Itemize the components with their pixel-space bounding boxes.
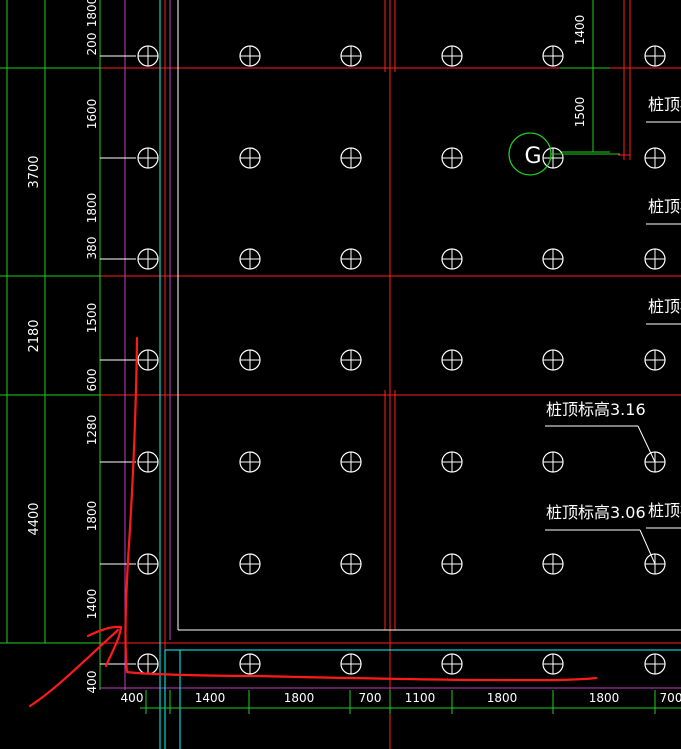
circle-cross-icon: [340, 653, 362, 675]
dim-inner-5: 380: [85, 237, 99, 260]
left-outer-dimensions: 3700 2180 4400: [27, 155, 42, 535]
circle-cross-icon: [542, 248, 564, 270]
circle-cross-icon: [137, 147, 159, 169]
dim-bottom-8: 700: [660, 691, 681, 705]
dim-inner-7: 600: [85, 369, 99, 392]
circle-cross-icon: [644, 147, 666, 169]
dim-bottom-7: 1800: [589, 691, 620, 705]
row-leader-lines: [100, 55, 136, 665]
circle-cross-icon: [441, 45, 463, 67]
dim-inner-3: 1600: [85, 99, 99, 130]
circle-cross-icon: [340, 349, 362, 371]
circle-cross-icon: [441, 451, 463, 473]
dim-inner-10: 1400: [85, 589, 99, 620]
circle-cross-icon: [441, 147, 463, 169]
pile-label-4: 桩顶标: [648, 197, 681, 216]
circle-cross-icon: [441, 553, 463, 575]
dim-bottom-1: 400: [121, 691, 144, 705]
circle-cross-icon: [542, 653, 564, 675]
dim-inner-1: 1800: [85, 0, 99, 27]
circle-cross-icon: [340, 451, 362, 473]
axis-bubble-label: G: [524, 144, 541, 169]
dim-bottom-3: 1800: [284, 691, 315, 705]
dim-inner-11: 400: [85, 671, 99, 694]
circle-cross-icon: [137, 553, 159, 575]
circle-cross-icon: [644, 248, 666, 270]
dim-inner-6: 1500: [85, 303, 99, 334]
pile-elevation-labels: 桩顶标高3.16 桩顶标高3.06 桩顶标 桩顶标 桩顶标 桩顶标: [545, 95, 681, 565]
dim-bottom-4: 700: [359, 691, 382, 705]
circle-cross-icon: [644, 653, 666, 675]
red-markup-annotation: [28, 336, 598, 708]
circle-cross-icon: [137, 248, 159, 270]
dim-inner-2: 200: [85, 33, 99, 56]
circle-cross-icon: [340, 45, 362, 67]
pile-label-6: 桩顶标: [648, 501, 681, 520]
circle-cross-icon: [239, 147, 261, 169]
circle-cross-icon: [441, 653, 463, 675]
dim-bottom-6: 1800: [487, 691, 518, 705]
circle-cross-icon: [542, 45, 564, 67]
top-right-dimensions: 1400 1500: [573, 15, 587, 128]
circle-cross-icon: [644, 349, 666, 371]
circle-cross-icon: [542, 451, 564, 473]
dim-inner-4: 1800: [85, 193, 99, 224]
pile-label-2: 桩顶标高3.06: [546, 503, 646, 522]
dim-inner-9: 1800: [85, 501, 99, 532]
circle-cross-icon: [137, 653, 159, 675]
circle-cross-icon: [137, 45, 159, 67]
circle-cross-icon: [239, 451, 261, 473]
circle-cross-icon: [644, 45, 666, 67]
circle-cross-icon: [340, 248, 362, 270]
circle-cross-icon: [441, 349, 463, 371]
pile-label-1: 桩顶标高3.16: [546, 400, 646, 419]
dim-outer-2: 2180: [27, 319, 42, 352]
circle-cross-icon: [542, 349, 564, 371]
circle-cross-icon: [239, 553, 261, 575]
pile-label-5: 桩顶标: [648, 297, 681, 316]
pile-markers: [137, 45, 666, 675]
circle-cross-icon: [239, 349, 261, 371]
dim-inner-8: 1280: [85, 415, 99, 446]
bottom-dimensions: 400 1400 1800 700 1100 1800 1800 700: [121, 691, 681, 705]
left-inner-dimensions: 1800 200 1600 1800 380 1500 600 1280 180…: [85, 0, 99, 693]
dim-outer-1: 3700: [27, 155, 42, 188]
axis-bubble-g[interactable]: G: [508, 132, 620, 176]
circle-cross-icon: [340, 147, 362, 169]
dim-right-1: 1400: [573, 15, 587, 46]
circle-cross-icon: [239, 248, 261, 270]
circle-cross-icon: [340, 553, 362, 575]
dim-right-2: 1500: [573, 97, 587, 128]
circle-cross-icon: [239, 653, 261, 675]
dim-bottom-5: 1100: [405, 691, 436, 705]
circle-cross-icon: [542, 553, 564, 575]
circle-cross-icon: [137, 451, 159, 473]
pile-label-3: 桩顶标: [648, 95, 681, 114]
circle-cross-icon: [239, 45, 261, 67]
dim-outer-3: 4400: [27, 502, 42, 535]
circle-cross-icon: [542, 147, 564, 169]
circle-cross-icon: [441, 248, 463, 270]
dim-bottom-2: 1400: [195, 691, 226, 705]
circle-cross-icon: [137, 349, 159, 371]
